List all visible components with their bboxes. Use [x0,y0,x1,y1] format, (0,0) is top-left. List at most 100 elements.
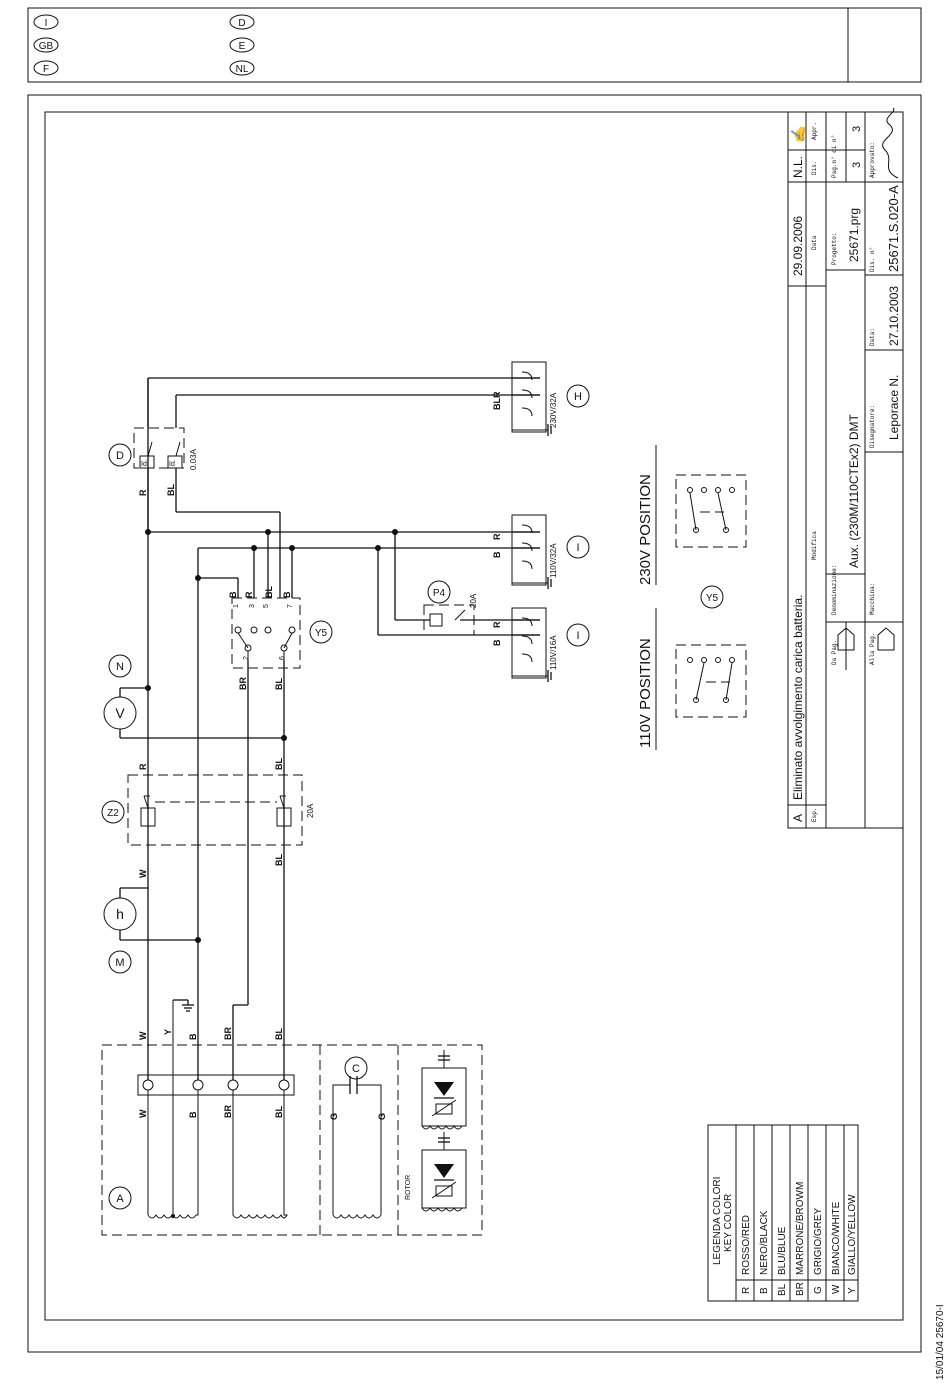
pin-3: 3 [249,604,256,608]
wire-b: B [282,591,292,598]
lang-e: E [239,41,246,52]
label-i: I [576,630,579,642]
legend-code: W [831,1284,842,1294]
appr-label: Appr. [811,122,818,140]
legend-title-2: KEY COLOR [723,1194,734,1252]
page-label: Pag.n° di n° [831,135,838,178]
socket-i-16a: I 110V/16A R B [492,607,590,682]
label-d: D [116,450,124,462]
winding-2 [232,1090,288,1219]
p4-rating: 20A [469,593,478,608]
rotor-label: ROTOR [405,1175,412,1200]
label-v: V [115,705,125,721]
designer-value: Leporace N. [887,375,901,440]
wire-br: BR [238,677,248,690]
socket-rating: 230V/32A [549,392,558,428]
switch-y5: 1 3 5 7 2 6 Y5 [231,597,333,669]
wire-b: B [188,1111,198,1118]
label-h: H [574,391,582,403]
approval-signature [882,107,899,179]
legend-name: ROSSO/RED [741,1215,752,1275]
pin-6: 6 [279,656,286,660]
alternator-a: A C G G [101,1000,483,1236]
legend-name: MARRONE/BROWM [795,1182,806,1275]
rev-date: 29.09.2006 [791,216,805,276]
socket-rating: 110V/16A [549,635,558,670]
legend-name: GIALLO/YELLOW [847,1194,858,1275]
date-label: Data: [869,328,876,346]
wire-br: BR [223,1027,233,1040]
breaker-z2: Z2 20A [101,774,315,846]
language-flags-right: D E NL [229,14,255,76]
wire-r: R [244,591,254,598]
socket-rating: 110V/32A [549,543,558,578]
color-legend: LEGENDA COLORI KEY COLOR R ROSSO/RED B N… [707,1124,859,1302]
wire-r: R [138,489,148,496]
legend-code: R [741,1287,752,1294]
language-flags-left: I GB F [33,14,59,76]
wire-r: R [492,621,502,628]
legend-code: G [813,1286,824,1294]
legend-name: GRIGIO/GREY [813,1207,824,1275]
wire-r: R [138,763,148,770]
wire-bl: BL [274,854,284,866]
wire-g: G [377,1113,387,1120]
wire-b: B [228,591,238,598]
legend-name: BLU/BLUE [777,1226,788,1275]
z2-rating: 20A [306,803,315,818]
lang-i: I [45,18,48,29]
svg-text:Id: Id [169,461,175,468]
header-box: I GB F D E NL [27,7,922,83]
page-number: 3 [851,162,863,168]
rev-description: Eliminato avvolgimento carica batteria. [791,595,805,800]
legend-code: BR [795,1282,806,1296]
dis-label: Dis. [811,161,818,175]
wire-labels: W Y B BR BL W BL R BL BR BL B R BL B R B… [138,484,292,1040]
macchina-label: Macchina: [869,583,876,615]
wire-g: G [329,1113,339,1120]
label-z2: Z2 [107,808,119,819]
legend-name: BIANCO/WHITE [831,1201,842,1275]
position-diagrams: 110V POSITION 230V POSITION Y5 [637,445,747,750]
pin-1: 1 [233,604,240,608]
rotor-diodes [421,1050,467,1212]
denomination-value: Aux. (230M/110CTEx2) DMT [847,414,861,568]
lang-f: F [43,64,49,75]
wire-bl: BL [274,1028,284,1040]
wire-blr: BLR [492,391,502,410]
wire-w: W [138,869,148,878]
wire-y: Y [163,1029,173,1035]
legend-code: BL [777,1283,788,1296]
label-h: h [116,906,124,922]
wire-bl: BL [274,1106,284,1118]
pin-5: 5 [263,604,270,608]
label-p4: P4 [433,588,446,599]
wire-bl: BL [166,484,176,496]
label-n: N [116,661,124,673]
project-value: 25671.prg [847,208,861,262]
label-y5: Y5 [315,628,328,639]
d-rating: 0.03A [189,448,198,470]
alla-pag-label: Alla Pag. [869,633,876,665]
pin-2: 2 [243,656,250,660]
socket-h-230v: H 230V/32A BLR [492,361,590,436]
from-page-arrow [837,627,855,651]
date-value: 27.10.2003 [887,286,901,346]
modifica-label: Modifica [811,531,818,560]
wire-b: B [492,551,502,558]
legend-code: B [759,1287,770,1294]
label-m: M [115,957,124,969]
to-page-arrow [877,627,895,651]
lang-d: D [238,18,245,29]
da-pag-label: Da Pag. [831,640,838,665]
dwg-value: 25671.S.020-A [886,185,901,272]
approval-mark: ✍ [790,126,806,143]
wire-b: B [188,1033,198,1040]
label-a: A [116,1193,124,1205]
wire-br: BR [223,1105,233,1118]
wire-w: W [138,1031,148,1040]
wire-bl: BL [274,758,284,770]
wire-bl: BL [274,678,284,690]
legend-title-1: LEGENDA COLORI [712,1177,723,1265]
label-i: I [576,542,579,554]
